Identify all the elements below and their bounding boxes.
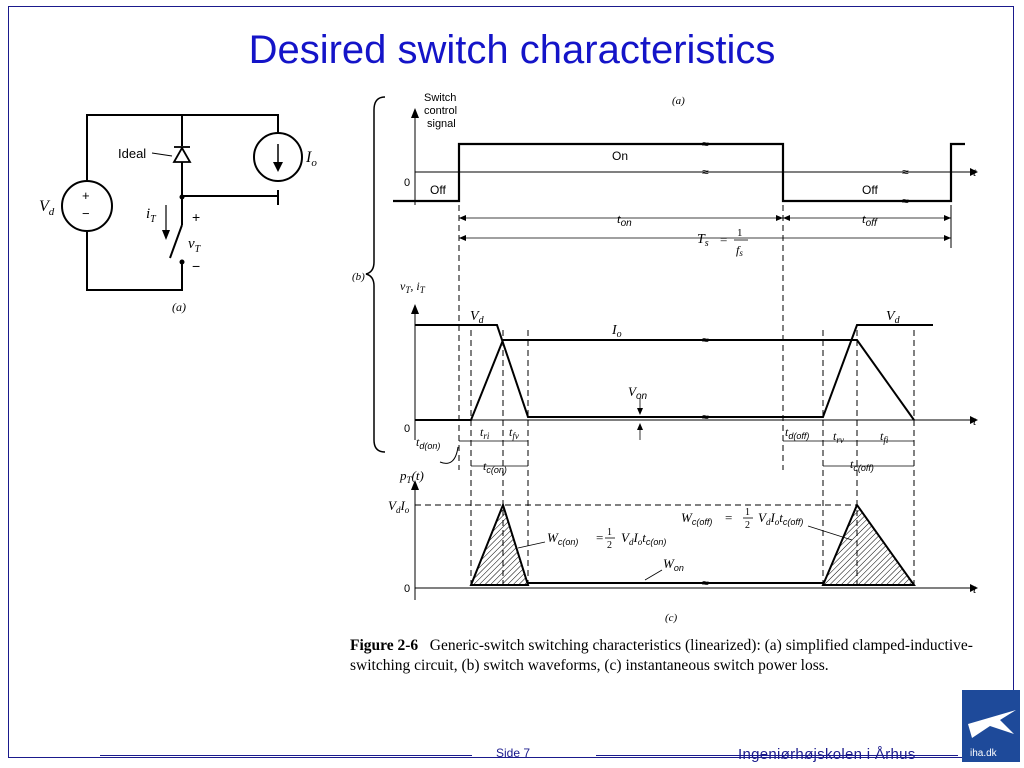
vt-plus: + <box>192 209 200 225</box>
on-label: On <box>612 149 628 163</box>
wcoff-expr: VdIotc(off) <box>758 510 803 527</box>
off-label-left: Off <box>430 183 446 197</box>
ideal-label: Ideal <box>118 146 146 161</box>
svg-text:≈: ≈ <box>702 333 709 347</box>
t-axis-b: t <box>973 414 977 428</box>
slide-title: Desired switch characteristics <box>248 28 776 72</box>
ts-label: Ts <box>697 232 709 249</box>
wcon-eq: = <box>596 530 603 545</box>
vd-plus: + <box>82 188 90 203</box>
won-label: Won <box>663 556 684 573</box>
toff-label: toff <box>862 211 878 229</box>
figure-caption-text: Generic-switch switching characteristics… <box>350 637 973 674</box>
ts-fs: fs <box>736 243 743 258</box>
svg-text:≈: ≈ <box>702 137 709 151</box>
footer-rule-left <box>100 755 472 756</box>
footer-rule-right <box>596 755 958 756</box>
pt-label: pT(t) <box>399 468 424 485</box>
vt-label: vT <box>188 236 202 255</box>
school-name: Ingeniørhøjskolen i Århus <box>738 746 916 763</box>
panel-c-label: (c) <box>665 612 678 624</box>
wcon-half-num: 1 <box>607 527 612 538</box>
switch-control-1: Switch <box>424 92 456 104</box>
tcon-label: tc(on) <box>483 459 507 475</box>
tfv-label: tfv <box>509 425 519 441</box>
zero-c: 0 <box>404 583 410 595</box>
svg-text:≈: ≈ <box>702 410 709 424</box>
trv-label: trv <box>833 429 844 445</box>
tri-label: tri <box>480 425 490 441</box>
svg-text:≈: ≈ <box>902 165 909 179</box>
panel-b-label: (b) <box>352 271 365 283</box>
t-axis-c: t <box>973 582 977 596</box>
vd-label: Vd <box>39 198 55 218</box>
t-axis-a: t <box>973 165 977 179</box>
tdoff-label: td(off) <box>785 425 809 441</box>
vdio-label: VdIo <box>388 498 410 515</box>
switch-control-2: control <box>424 105 457 117</box>
vd-right: Vd <box>886 309 901 326</box>
wcoff-eq: = <box>725 510 732 525</box>
ts-eq: = <box>720 232 727 247</box>
wcoff-half-den: 2 <box>745 520 750 531</box>
logo-text: iha.dk <box>970 748 998 759</box>
svg-text:≈: ≈ <box>702 165 709 179</box>
wcon-label: Wc(on) <box>547 530 578 547</box>
ts-one: 1 <box>737 227 743 239</box>
zero-b: 0 <box>404 423 410 435</box>
figure-number: Figure 2-6 <box>350 637 419 654</box>
ton-label: ton <box>617 211 632 229</box>
it-label: iT <box>146 206 157 225</box>
switch-control-3: signal <box>427 118 456 130</box>
wcon-expr: VdIotc(on) <box>621 530 666 547</box>
circuit-panel-label: (a) <box>172 300 186 314</box>
io-wave-label: Io <box>611 323 622 340</box>
figure-caption: Figure 2-6 Generic-switch switching char… <box>350 636 990 676</box>
vd-left: Vd <box>470 309 485 326</box>
svg-text:≈: ≈ <box>702 576 709 590</box>
vt-minus: − <box>192 258 200 274</box>
panel-a-label: (a) <box>672 95 685 107</box>
wcoff-label: Wc(off) <box>681 510 712 527</box>
slide-frame <box>8 6 1014 758</box>
wcon-half-den: 2 <box>607 540 612 551</box>
tfi-label: tfi <box>880 429 889 445</box>
zero-a: 0 <box>404 177 410 189</box>
tdon-label: td(on) <box>416 435 440 451</box>
tcoff-label: tc(off) <box>850 457 874 473</box>
page-number: Side 7 <box>496 746 531 760</box>
svg-text:≈: ≈ <box>902 194 909 208</box>
io-label: Io <box>305 149 317 169</box>
vt-it-label: vT, iT <box>400 279 426 295</box>
vd-minus: − <box>82 206 90 221</box>
iha-logo: iha.dk <box>962 690 1020 762</box>
von-label: Von <box>628 384 648 402</box>
wcoff-half-num: 1 <box>745 507 750 518</box>
off-label-right: Off <box>862 183 878 197</box>
